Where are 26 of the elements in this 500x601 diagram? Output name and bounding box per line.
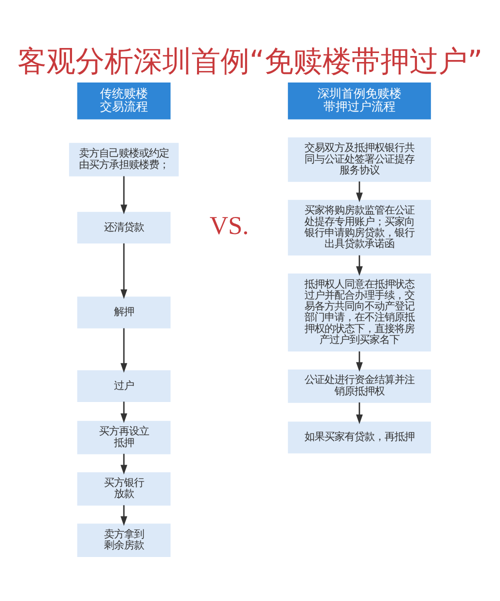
node-box: 卖方自己赎楼或约定由买方承担赎楼费； xyxy=(69,142,179,176)
node-box: 买方再设立抵押 xyxy=(77,420,171,454)
node-box: 公证处进行资金结算并注销原抵押权 xyxy=(288,369,431,403)
arrow xyxy=(120,176,128,214)
arrow xyxy=(120,402,128,423)
arrow xyxy=(120,454,128,475)
node-box: 深圳首例免赎楼带押过户流程 xyxy=(288,82,431,120)
arrow xyxy=(120,243,128,299)
node-box: 还清贷款 xyxy=(77,212,171,244)
arrow xyxy=(356,351,363,372)
node-box: 过户 xyxy=(77,370,171,402)
node-box: 抵押权人同意在抵押状态过户并配合办理手续，交易各方共同向不动产登记部门申请，在不注销原抵押权的状态下，直接将房产过户到买家名下 xyxy=(288,274,431,352)
arrow xyxy=(356,255,363,276)
diagram-title: 客观分析深圳首例“免赎楼带押过户” xyxy=(17,44,483,78)
label: VS. xyxy=(210,211,249,240)
arrow xyxy=(356,181,363,202)
node-box: 卖方拿到剩余房款 xyxy=(77,524,171,557)
node-box: 传统赎楼交易流程 xyxy=(77,82,171,120)
node-box: 买家将购房款监管在公证处提存专用账户；买家向银行申请购房贷款，银行出具贷款承诺函 xyxy=(288,200,431,256)
arrow xyxy=(120,328,128,373)
arrow xyxy=(120,505,128,526)
node-box: 买方银行放款 xyxy=(77,472,171,506)
node-box: 如果买家有贷款，再抵押 xyxy=(288,422,431,454)
node-box: 解押 xyxy=(77,296,171,328)
arrow xyxy=(356,402,363,424)
node-box: 交易双方及抵押权银行共同与公证处签署公证提存服务协议 xyxy=(288,137,431,182)
